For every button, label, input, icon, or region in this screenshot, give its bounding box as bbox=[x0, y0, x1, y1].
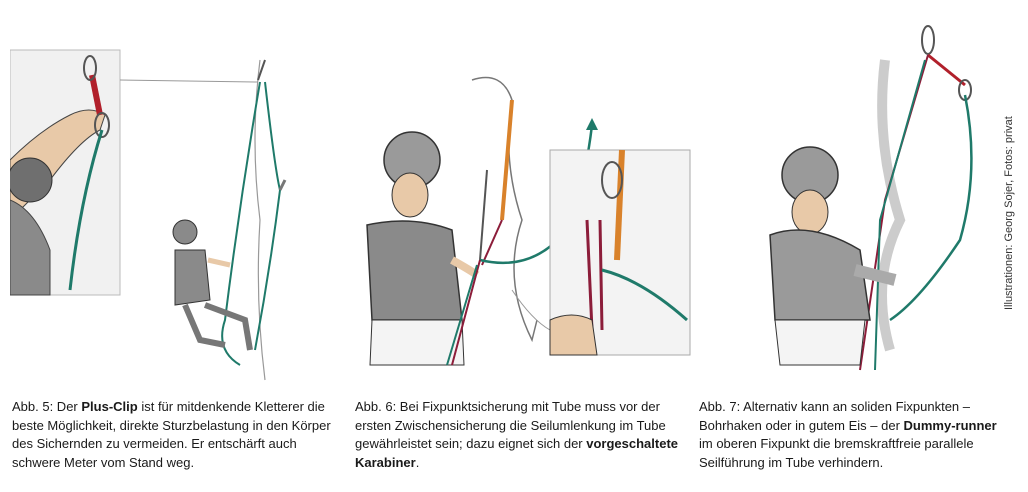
arrow-up-icon bbox=[586, 118, 598, 130]
figure-6-illustration bbox=[366, 76, 691, 366]
rope-secondary bbox=[254, 81, 282, 351]
belayer-face bbox=[391, 172, 429, 218]
rope-brake-green bbox=[446, 264, 478, 366]
rope-green bbox=[889, 94, 973, 322]
belayer-shirt bbox=[366, 220, 463, 321]
harness bbox=[774, 319, 866, 366]
rope-inset bbox=[68, 129, 104, 291]
caption-figure-5: Abb. 5: Der Plus-Clip ist für mitdenkend… bbox=[12, 398, 332, 472]
caption-prefix: Abb. 7: Alternativ kann an soliden Fixpu… bbox=[699, 399, 971, 433]
inset-pointer bbox=[119, 79, 259, 83]
belayer-legs bbox=[182, 302, 253, 351]
figure-5-illustration bbox=[10, 49, 287, 381]
quickdraw-sling bbox=[89, 74, 103, 116]
figure-7-illustration bbox=[769, 25, 973, 371]
credit-text: Illustrationen: Georg Sojer, Fotos: priv… bbox=[1003, 116, 1015, 310]
carabiner-lower bbox=[94, 112, 110, 138]
caption-figure-7: Abb. 7: Alternativ kann an soliden Fixpu… bbox=[699, 398, 999, 472]
sling-red bbox=[927, 53, 966, 87]
caption-figure-6: Abb. 6: Bei Fixpunktsicherung mit Tube m… bbox=[355, 398, 685, 472]
caption-prefix: Abb. 6: Bei Fixpunktsicherung mit Tube m… bbox=[355, 399, 666, 451]
belayer-arm bbox=[207, 257, 231, 268]
climber-shirt bbox=[10, 199, 51, 296]
inset-sling bbox=[614, 149, 625, 261]
rope-main bbox=[221, 81, 261, 366]
anchor bbox=[257, 59, 266, 81]
sling-orange bbox=[500, 99, 514, 221]
belayer-jacket bbox=[769, 229, 871, 321]
belayer-glove bbox=[853, 264, 897, 286]
carabiner-chain bbox=[479, 169, 488, 261]
caption-keyword: Dummy-runner bbox=[903, 417, 997, 433]
inset-hand bbox=[549, 314, 598, 356]
caption-rest: . bbox=[415, 454, 420, 470]
belayer-body bbox=[174, 249, 211, 306]
caption-keyword: vorgeschaltete Karabiner bbox=[355, 436, 679, 470]
inset-carabiner bbox=[601, 161, 623, 199]
rope-red bbox=[481, 219, 503, 266]
illustration-credit: Illustrationen: Georg Sojer, Fotos: priv… bbox=[1003, 40, 1017, 310]
belayer-helmet bbox=[172, 219, 198, 245]
caption-rest: im oberen Fixpunkt die bremskraftfreie p… bbox=[699, 436, 974, 470]
caption-rest: ist für mitdenkende Kletterer die beste … bbox=[12, 399, 331, 470]
carabiner-upper bbox=[83, 55, 97, 81]
caption-keyword: Plus-Clip bbox=[81, 399, 138, 414]
belayer-face bbox=[791, 189, 829, 235]
rock-wall bbox=[471, 76, 538, 343]
harness bbox=[369, 319, 465, 366]
climber-helmet bbox=[10, 157, 53, 203]
rope-brake-red bbox=[451, 259, 481, 366]
inset-rope-red bbox=[585, 219, 604, 331]
inset-pointer bbox=[511, 289, 551, 331]
ice-background bbox=[877, 59, 906, 352]
inset-rope-green bbox=[601, 268, 688, 322]
anchor-carabiner bbox=[921, 25, 935, 55]
caption-prefix: Abb. 5: Der bbox=[12, 399, 82, 414]
rope-green-lower bbox=[874, 59, 926, 371]
quickdraw-wall bbox=[278, 179, 287, 191]
